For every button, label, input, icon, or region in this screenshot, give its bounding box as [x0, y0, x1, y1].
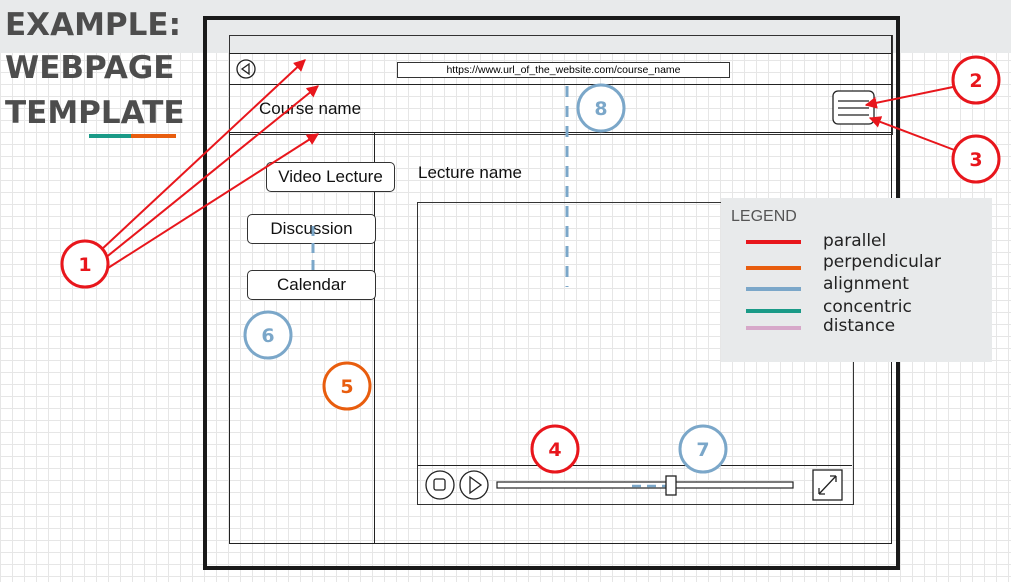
svg-text:6: 6	[261, 325, 274, 347]
marker-1: 1	[60, 239, 110, 289]
marker-5: 5	[322, 361, 372, 411]
svg-text:5: 5	[340, 376, 353, 398]
svg-text:7: 7	[696, 439, 709, 461]
player-controls-divider	[418, 465, 852, 466]
title-band	[0, 0, 1011, 53]
svg-text:3: 3	[969, 149, 982, 171]
legend-title: LEGEND	[731, 208, 797, 225]
hamburger-menu-icon[interactable]	[832, 90, 875, 125]
header-divider-bottom	[229, 132, 892, 133]
parallel-arrow-1c	[107, 133, 320, 269]
marker-8: 8	[576, 83, 626, 133]
legend-line-alignment	[746, 287, 801, 291]
title-line-1: EXAMPLE:	[5, 7, 181, 43]
progress-track[interactable]	[496, 481, 794, 489]
marker-3: 3	[951, 134, 1001, 184]
play-button[interactable]	[459, 470, 489, 500]
sidebar-left-edge	[229, 132, 230, 543]
title-underline-teal	[89, 134, 131, 138]
title-line-3: TEMPLATE	[5, 95, 185, 131]
legend-label-perpendicular: perpendicular	[823, 252, 942, 272]
title-line-2: WEBPAGE	[5, 50, 175, 86]
legend-label-alignment: alignment	[823, 274, 909, 294]
marker-2: 2	[951, 55, 1001, 105]
svg-text:8: 8	[594, 98, 607, 120]
fullscreen-icon[interactable]	[812, 469, 843, 501]
calendar-button[interactable]: Calendar	[247, 270, 376, 300]
legend-line-concentric	[746, 309, 801, 313]
svg-text:1: 1	[78, 254, 91, 276]
url-bar[interactable]: https://www.url_of_the_website.com/cours…	[397, 62, 730, 78]
legend-label-distance: distance	[823, 316, 896, 336]
legend-panel	[721, 198, 992, 362]
back-icon[interactable]	[236, 59, 256, 79]
lecture-name: Lecture name	[418, 163, 522, 182]
marker-7: 7	[678, 424, 728, 474]
legend-label-concentric: concentric	[823, 297, 912, 317]
browser-header	[229, 35, 893, 135]
svg-text:4: 4	[548, 439, 561, 461]
legend-line-parallel	[746, 240, 801, 244]
legend-line-perpendicular	[746, 266, 801, 270]
parallel-arrow-2	[864, 86, 954, 109]
parallel-arrow-1a	[100, 59, 306, 251]
page-bottom-edge	[229, 543, 892, 544]
parallel-arrow-1b	[103, 85, 319, 260]
video-lecture-button[interactable]: Video Lecture	[266, 162, 395, 192]
sidebar-right-edge	[374, 132, 375, 543]
legend-label-parallel: parallel	[823, 231, 887, 251]
progress-slider-handle[interactable]	[665, 475, 677, 496]
legend-line-distance	[746, 326, 801, 330]
stop-button[interactable]	[425, 470, 455, 500]
header-divider-top	[229, 84, 892, 85]
svg-text:2: 2	[969, 70, 982, 92]
parallel-arrow-3	[868, 116, 958, 152]
browser-divider	[229, 53, 892, 54]
marker-6: 6	[243, 310, 293, 360]
title-underline-orange	[131, 134, 176, 138]
marker-4: 4	[530, 424, 580, 474]
